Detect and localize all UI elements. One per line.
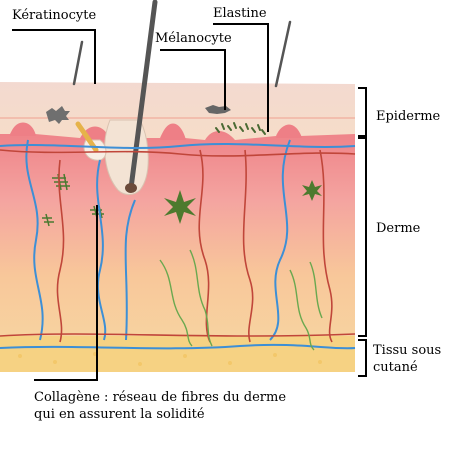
layer-brackets: [358, 87, 367, 377]
collagene-label-line1: Collagène : réseau de fibres du derme: [34, 390, 287, 405]
melanocyte-label: Mélanocyte: [155, 31, 232, 46]
blue-vessels: [0, 139, 356, 350]
hair-main: [128, 0, 158, 191]
hair-bulb: [125, 183, 137, 193]
fibroblast-cell: [164, 190, 196, 224]
fibroblast-cell-small: [302, 180, 322, 201]
elastine-label: Elastine: [213, 6, 267, 21]
keratinocyte-label: Kératinocyte: [12, 8, 97, 23]
collagene-label-line2: qui en assurent la solidité: [34, 407, 205, 422]
elastin-fibers: [159, 249, 323, 351]
melanin-granules: [215, 122, 266, 135]
subcutaneous-layer: [0, 336, 355, 372]
leader-lines: [12, 23, 269, 381]
tissu-label-line2: cutané: [373, 360, 418, 375]
arrector-muscle: [75, 121, 99, 153]
hair-small-left: [72, 40, 84, 86]
tissu-label-line1: Tissu sous: [373, 343, 442, 358]
red-vessels: [0, 149, 356, 343]
hair-small-right: [274, 20, 292, 88]
epidermis-layer: [0, 82, 355, 140]
derme-label: Derme: [376, 221, 421, 236]
keratinocyte-cell: [46, 106, 70, 124]
dermis-layer: [0, 125, 355, 340]
epiderme-label: Epiderme: [376, 109, 441, 124]
